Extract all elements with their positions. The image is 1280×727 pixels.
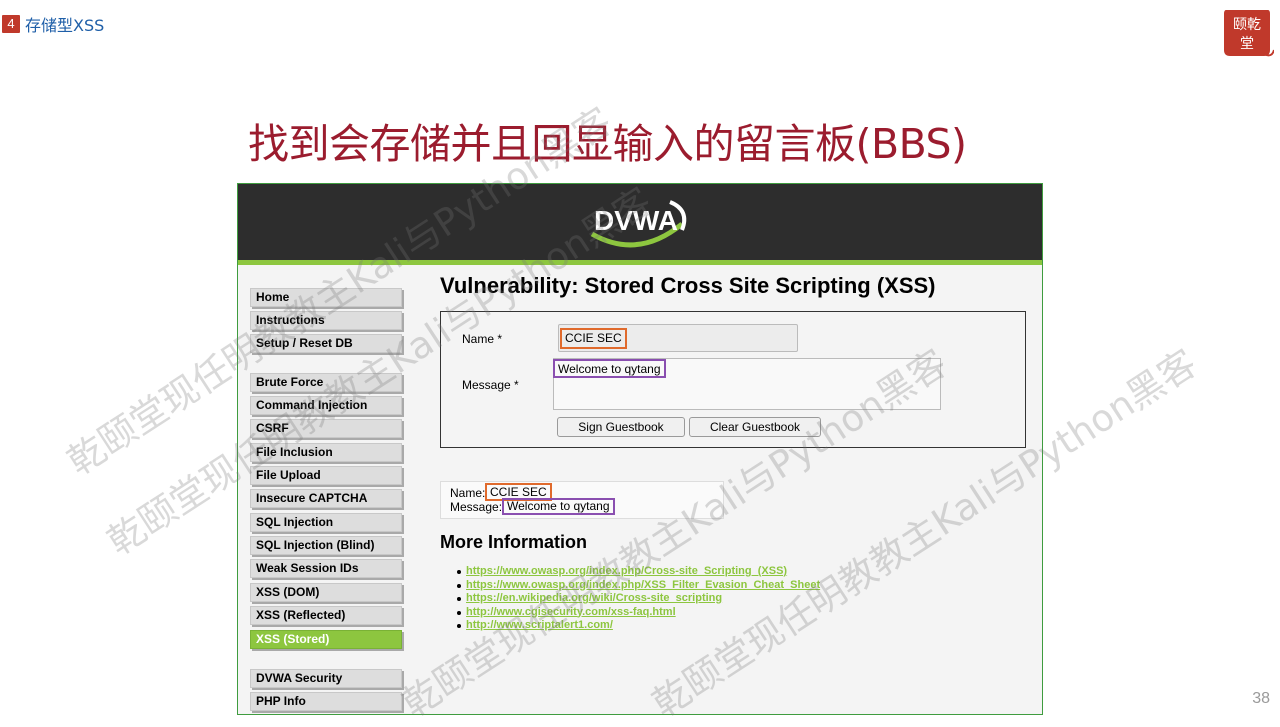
message-textarea[interactable] [553, 358, 941, 410]
menu-dvwa-security[interactable]: DVWA Security [250, 669, 402, 688]
list-item: http://www.scriptalert1.com/ [456, 619, 820, 633]
menu-weak-session-ids[interactable]: Weak Session IDs [250, 559, 402, 578]
vulnerability-title: Vulnerability: Stored Cross Site Scripti… [440, 273, 936, 298]
sign-guestbook-button[interactable]: Sign Guestbook [557, 417, 685, 437]
qytang-seal-logo: 颐乾 堂 [1224, 10, 1274, 57]
menu-file-inclusion[interactable]: File Inclusion [250, 443, 402, 462]
name-label: Name * [462, 332, 503, 346]
guestbook-form: Name * CCIE SEC Message * Welcome to qyt… [440, 311, 1026, 448]
link-owasp-xss[interactable]: https://www.owasp.org/index.php/Cross-si… [466, 565, 788, 577]
section-number: 4 [2, 15, 20, 33]
page-number: 38 [1252, 690, 1270, 707]
svg-text:DVWA: DVWA [594, 205, 678, 236]
reference-links: https://www.owasp.org/index.php/Cross-si… [456, 565, 821, 633]
svg-text:颐乾: 颐乾 [1233, 17, 1261, 33]
link-owasp-filter-evasion[interactable]: https://www.owasp.org/index.php/XSS_Filt… [466, 578, 821, 591]
menu-sql-injection[interactable]: SQL Injection [250, 513, 402, 532]
section-title: 存储型XSS [25, 16, 105, 35]
list-item: https://www.owasp.org/index.php/XSS_Filt… [456, 578, 821, 593]
list-item: https://www.owasp.org/index.php/Cross-si… [456, 565, 820, 579]
link-wikipedia-xss[interactable]: https://en.wikipedia.org/wiki/Cross-site… [466, 592, 723, 604]
menu-xss-dom[interactable]: XSS (DOM) [250, 583, 402, 602]
section-tag: 4 存储型XSS [2, 12, 104, 36]
link-scriptalert1[interactable]: http://www.scriptalert1.com/ [466, 619, 613, 631]
svg-text:堂: 堂 [1240, 36, 1254, 52]
menu-sql-injection-blind[interactable]: SQL Injection (Blind) [250, 536, 402, 555]
clear-guestbook-button[interactable]: Clear Guestbook [689, 417, 821, 437]
menu-instructions[interactable]: Instructions [250, 311, 402, 330]
list-item: http://www.cgisecurity.com/xss-faq.html [456, 605, 820, 620]
menu-php-info[interactable]: PHP Info [250, 692, 402, 711]
menu-xss-stored[interactable]: XSS (Stored) [250, 630, 402, 649]
more-information-heading: More Information [440, 532, 587, 552]
link-cgisecurity[interactable]: http://www.cgisecurity.com/xss-faq.html [466, 605, 676, 618]
dvwa-header: DVWA [238, 184, 1042, 265]
dvwa-screenshot: DVWA Home Instructions Setup / Reset DB … [237, 183, 1043, 715]
menu-file-upload[interactable]: File Upload [250, 466, 402, 485]
menu-setup[interactable]: Setup / Reset DB [250, 334, 402, 353]
dvwa-logo: DVWA [590, 200, 687, 248]
message-textarea-value: Welcome to qytang [553, 359, 666, 378]
menu-insecure-captcha[interactable]: Insecure CAPTCHA [250, 489, 402, 508]
menu-home[interactable]: Home [250, 288, 402, 307]
entry-name-value: CCIE SEC [485, 483, 552, 501]
guestbook-entry: Name: CCIE SEC Message: Welcome to qytan… [440, 481, 724, 519]
menu-xss-reflected[interactable]: XSS (Reflected) [250, 606, 402, 625]
message-label: Message * [462, 378, 519, 392]
menu-brute-force[interactable]: Brute Force [250, 373, 402, 392]
list-item: https://en.wikipedia.org/wiki/Cross-site… [456, 592, 820, 606]
menu-csrf[interactable]: CSRF [250, 419, 402, 438]
entry-message-value: Welcome to qytang [502, 498, 615, 515]
entry-message-label: Message: [450, 500, 503, 514]
entry-name-label: Name: [450, 486, 486, 500]
slide-title: 找到会存储并且回显输入的留言板(BBS) [248, 120, 967, 168]
name-input-value: CCIE SEC [560, 328, 627, 349]
menu-command-injection[interactable]: Command Injection [250, 396, 402, 415]
